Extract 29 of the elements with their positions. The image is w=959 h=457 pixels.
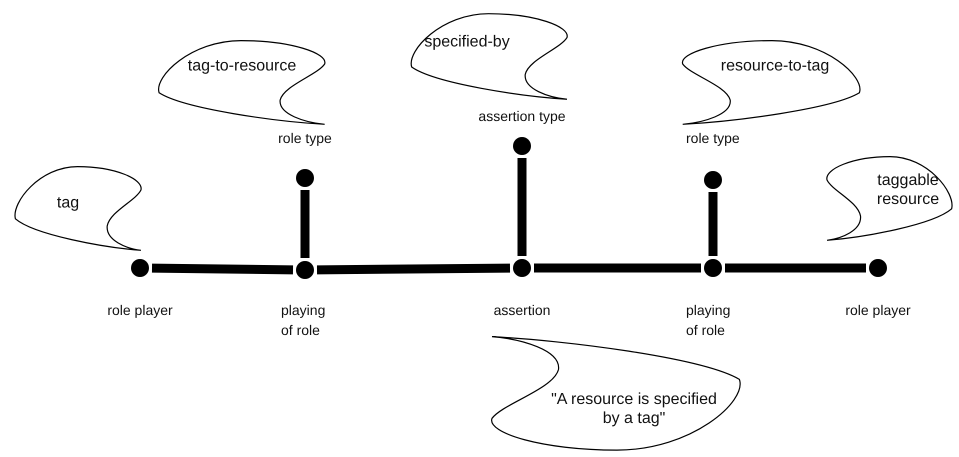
node-caption: assertion type	[477, 107, 567, 126]
node-caption: role player	[106, 301, 174, 320]
bubble-text: "A resource is specified by a tag"	[550, 390, 718, 428]
bubble-text: taggable resource	[876, 171, 940, 209]
connector-line	[708, 192, 718, 256]
node-caption: playing of role	[281, 301, 326, 340]
node-caption: assertion	[492, 301, 552, 320]
connector-line	[534, 264, 701, 272]
node-dot	[704, 171, 722, 189]
node-caption: playing of role	[686, 301, 732, 340]
node-dot	[704, 259, 722, 277]
node-dot	[513, 137, 531, 155]
bubble-text: tag-to-resource	[188, 56, 296, 76]
connector-line	[725, 264, 866, 272]
node-caption: role type	[277, 129, 333, 148]
node-dot	[131, 259, 149, 277]
node-dot	[513, 259, 531, 277]
bubble-text: resource-to-tag	[720, 56, 830, 76]
node-dot	[296, 169, 314, 187]
connector-line	[300, 190, 310, 258]
node-caption: role type	[686, 129, 741, 148]
node-caption: role player	[844, 301, 912, 320]
bubble-text: tag	[56, 194, 80, 212]
connector-line	[518, 158, 526, 256]
node-dot	[869, 259, 887, 277]
connector-line	[152, 264, 294, 274]
node-dot	[296, 261, 314, 279]
connector-line	[316, 264, 510, 274]
bubble-text: specified-by	[424, 32, 510, 52]
